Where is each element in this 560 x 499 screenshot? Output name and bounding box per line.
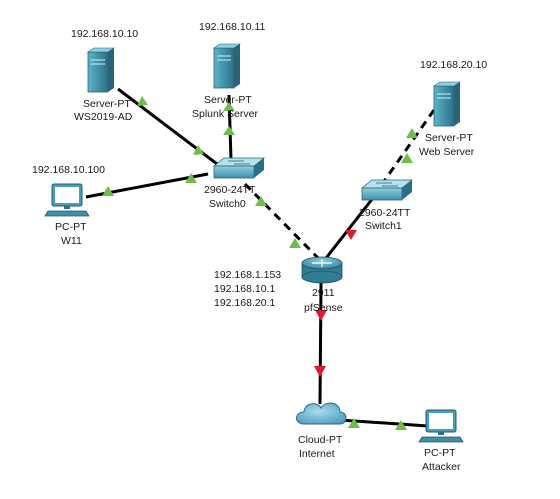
device-name-label: Attacker <box>422 461 461 473</box>
link-up-indicator <box>223 102 235 111</box>
server-icon <box>213 43 241 89</box>
device-name-label: WS2019-AD <box>74 111 133 123</box>
device-type-label: PC-PT <box>55 221 87 233</box>
link-up-indicator <box>406 128 418 138</box>
ip-address-list-background <box>212 266 290 310</box>
switch-icon <box>360 179 414 201</box>
device-splunk-server[interactable]: 192.168.10.11 Server-PT Splunk Server <box>192 21 266 120</box>
link-up-indicator <box>348 418 360 428</box>
pc-icon <box>418 409 464 443</box>
device-type-label: Server-PT <box>83 98 131 110</box>
device-name-label: Switch1 <box>365 220 402 232</box>
link-up-indicator <box>223 126 235 135</box>
device-w11[interactable]: 192.168.10.100 PC-PT W11 <box>32 164 105 247</box>
device-type-label: 2960-24TT <box>204 184 256 196</box>
device-name-label: Internet <box>299 448 335 460</box>
link-down-indicator <box>345 230 357 240</box>
link-switch0-pfsense[interactable] <box>243 182 324 264</box>
ip-address-label: 192.168.20.10 <box>420 59 487 71</box>
link-up-indicator <box>193 145 204 155</box>
link-up-indicator <box>401 153 413 163</box>
device-type-label: Server-PT <box>204 94 252 106</box>
ip-address-label: 192.168.20.1 <box>214 297 275 309</box>
server-icon <box>87 47 115 93</box>
device-pfsense[interactable]: 192.168.1.153 192.168.10.1 192.168.20.1 … <box>212 256 343 314</box>
links-layer <box>85 87 436 428</box>
device-type-label: Cloud-PT <box>298 434 343 446</box>
link-down-indicator <box>314 366 326 377</box>
link-web-switch1[interactable] <box>378 109 436 188</box>
device-name-label: pfSense <box>304 302 343 314</box>
link-status-markers <box>102 96 418 430</box>
router-icon <box>301 256 343 284</box>
link-up-indicator <box>289 238 301 248</box>
device-type-label: Server-PT <box>425 132 473 144</box>
device-attacker[interactable]: PC-PT Attacker <box>418 409 464 473</box>
link-up-indicator <box>185 173 197 183</box>
ip-address-label: 192.168.1.153 <box>214 269 281 281</box>
device-name-label: Splunk Server <box>192 108 258 120</box>
link-up-indicator <box>102 186 114 196</box>
device-internet[interactable]: Cloud-PT Internet <box>296 402 347 460</box>
link-pfsense-internet[interactable] <box>318 282 323 405</box>
device-type-label: 2960-24TT <box>359 207 411 219</box>
ip-address-label: 192.168.10.11 <box>199 21 266 33</box>
device-name-label: W11 <box>61 235 82 247</box>
link-up-indicator <box>255 196 267 206</box>
device-web-server[interactable]: 192.168.20.10 Server-PT Web Server <box>419 59 487 158</box>
ip-address-label: 192.168.10.100 <box>32 164 105 176</box>
link-switch1-pfsense[interactable] <box>321 188 382 263</box>
device-ws2019-ad[interactable]: 192.168.10.10 Server-PT WS2019-AD <box>71 28 138 123</box>
link-up-indicator <box>137 96 148 106</box>
server-icon <box>433 81 461 127</box>
device-type-label: 2911 <box>312 287 335 299</box>
device-switch1[interactable]: 2960-24TT Switch1 <box>359 179 414 232</box>
device-name-label: Web Server <box>419 146 475 158</box>
pc-icon <box>44 183 90 217</box>
link-up-indicator <box>395 420 407 430</box>
link-down-indicator <box>315 310 327 321</box>
device-name-label: Switch0 <box>209 198 246 210</box>
link-ws2019-switch0[interactable] <box>117 87 226 172</box>
cloud-icon <box>296 402 347 425</box>
switch-icon <box>212 157 266 179</box>
device-type-label: PC-PT <box>424 447 456 459</box>
ip-address-label: 192.168.10.1 <box>214 283 275 295</box>
device-switch0[interactable]: 2960-24TT Switch0 <box>204 157 266 210</box>
ip-address-label: 192.168.10.10 <box>71 28 138 40</box>
